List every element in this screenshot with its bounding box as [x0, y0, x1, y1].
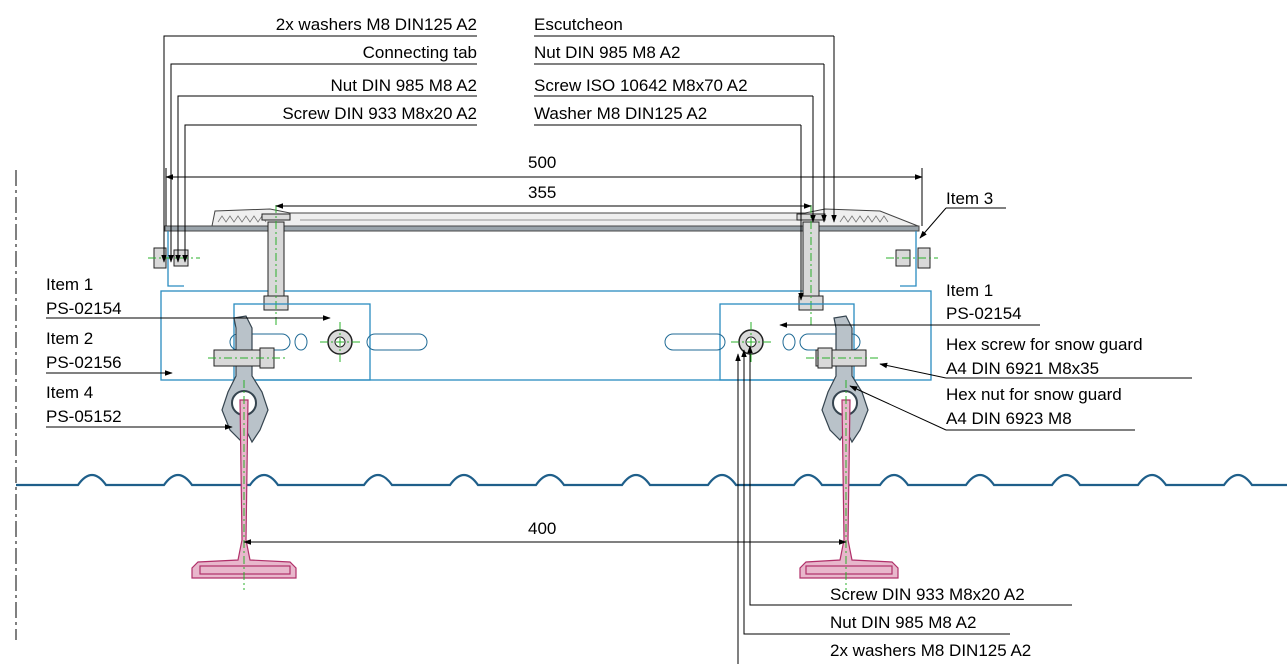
callout-hex-screw: Hex screw for snow guard [946, 335, 1143, 354]
roof-profile [16, 473, 1287, 487]
callout-din6921: A4 DIN 6921 M8x35 [946, 359, 1099, 378]
callout-screw-bottom: Screw DIN 933 M8x20 A2 [830, 585, 1025, 604]
callout-item1-right: Item 1 [946, 281, 993, 300]
connecting-tab-left [167, 231, 184, 287]
callout-nut-bottom: Nut DIN 985 M8 A2 [830, 613, 976, 632]
callout-ps02154-right: PS-02154 [946, 304, 1022, 323]
callout-screw-top-left: Screw DIN 933 M8x20 A2 [282, 104, 477, 123]
callout-item4: Item 4 [46, 383, 93, 402]
dim-label-500: 500 [528, 153, 556, 172]
dim-label-400: 400 [528, 519, 556, 538]
connecting-tab-right [900, 231, 917, 287]
callout-washers-bottom: 2x washers M8 DIN125 A2 [830, 641, 1031, 660]
callout-ps02154-left: PS-02154 [46, 299, 122, 318]
top-plate [164, 225, 920, 232]
callout-item1-left: Item 1 [46, 275, 93, 294]
rail-profile-right [799, 399, 899, 579]
callout-ps05152: PS-05152 [46, 407, 122, 426]
snow-guard-bar [211, 208, 919, 227]
callout-washer-top-right: Washer M8 DIN125 A2 [534, 104, 707, 123]
callout-connecting-tab: Connecting tab [363, 43, 477, 62]
callout-hex-nut: Hex nut for snow guard [946, 385, 1122, 404]
callout-item2: Item 2 [46, 329, 93, 348]
bracket-plate-left [233, 303, 371, 381]
callout-escutcheon: Escutcheon [534, 15, 623, 34]
bracket-plate-right [719, 303, 855, 381]
slot [366, 333, 428, 351]
snow-guard-teeth [217, 215, 889, 223]
callout-din6923: A4 DIN 6923 M8 [946, 409, 1072, 428]
callout-screw-iso: Screw ISO 10642 M8x70 A2 [534, 76, 748, 95]
cross-rail [160, 290, 932, 381]
callout-item3: Item 3 [946, 189, 993, 208]
callout-nut-top-right: Nut DIN 985 M8 A2 [534, 43, 680, 62]
callout-ps02156: PS-02156 [46, 353, 122, 372]
dim-label-355: 355 [528, 183, 556, 202]
callout-washers-top-left: 2x washers M8 DIN125 A2 [276, 15, 477, 34]
slot [664, 333, 726, 351]
callout-nut-top-left: Nut DIN 985 M8 A2 [331, 76, 477, 95]
